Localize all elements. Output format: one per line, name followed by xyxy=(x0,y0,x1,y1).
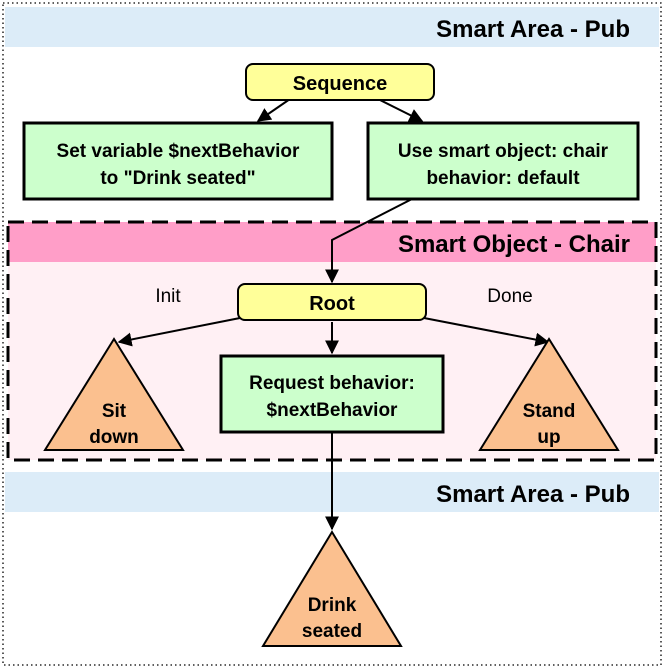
edge-use-smart-object-to-root xyxy=(325,198,413,284)
edge-sequence-to-use-smart-object xyxy=(377,98,424,122)
root-label: Root xyxy=(309,293,355,315)
request-behavior-line-2: $nextBehavior xyxy=(267,400,399,421)
smart-object-title: Smart Object - Chair xyxy=(398,231,630,258)
smart-area-header-band-top xyxy=(5,7,659,47)
drink-seated-triangle: Drink seated xyxy=(261,530,403,647)
smart-area-title-top: Smart Area - Pub xyxy=(436,16,630,43)
edge-label-init: Init xyxy=(155,286,181,307)
sit-down-line-1: Sit xyxy=(102,401,127,422)
use-smart-object-action: Use smart object: chair behavior: defaul… xyxy=(366,121,640,201)
edge-root-to-stand-up xyxy=(423,317,550,347)
set-variable-action: Set variable $nextBehavior to "Drink sea… xyxy=(22,121,334,201)
drink-seated-line-2: seated xyxy=(302,621,362,642)
sequence-node: Sequence xyxy=(245,63,435,101)
set-variable-line-2: to "Drink seated" xyxy=(100,168,255,189)
smart-area-title-bottom: Smart Area - Pub xyxy=(436,481,630,508)
stand-up-triangle: Stand up xyxy=(478,337,620,451)
drink-seated-line-1: Drink xyxy=(308,595,357,616)
stand-up-line-2: up xyxy=(537,427,560,448)
request-behavior-action: Request behavior: $nextBehavior xyxy=(219,354,445,434)
edge-label-done: Done xyxy=(487,286,532,307)
use-smart-object-line-1: Use smart object: chair xyxy=(398,141,609,162)
edge-root-to-sit-down xyxy=(117,317,241,347)
edges xyxy=(117,98,550,531)
root-node: Root xyxy=(237,283,427,321)
sequence-label: Sequence xyxy=(293,73,387,95)
sit-down-triangle: Sit down xyxy=(43,337,185,451)
set-variable-line-1: Set variable $nextBehavior xyxy=(57,141,300,162)
sit-down-line-2: down xyxy=(89,427,139,448)
edge-sequence-to-set-variable xyxy=(256,98,291,122)
request-behavior-line-1: Request behavior: xyxy=(249,373,415,394)
stand-up-line-1: Stand xyxy=(523,401,576,422)
use-smart-object-line-2: behavior: default xyxy=(426,168,580,189)
